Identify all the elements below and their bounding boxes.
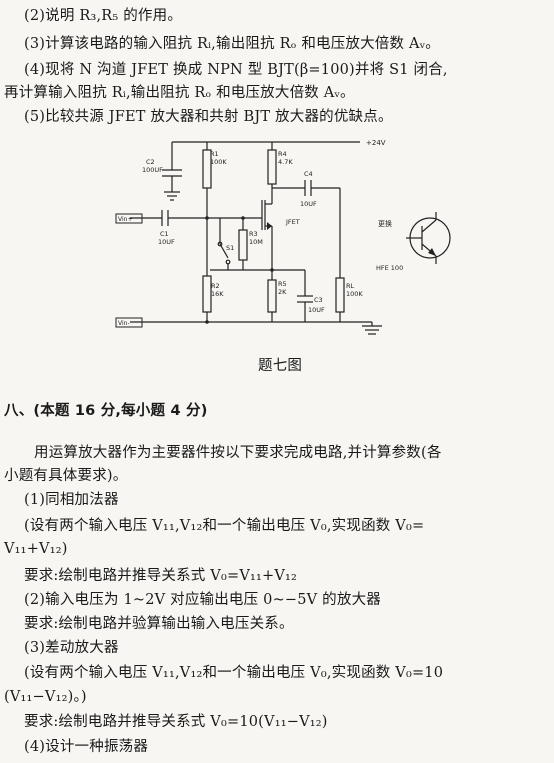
vin-plus-label: Vin+ <box>118 216 132 223</box>
r5-label: R5 <box>278 280 287 288</box>
section-line: (3)差动放大器 <box>24 640 119 656</box>
section-line: (V₁₁−V₁₂)。) <box>4 689 87 705</box>
section-line: (设有两个输入电压 V₁₁,V₁₂和一个输出电压 V₀,实现函数 V₀=10 <box>24 665 444 681</box>
c1-label: C1 <box>160 230 169 238</box>
section-line: 要求:绘制电路并推导关系式 V₀=V₁₁+V₁₂ <box>24 568 298 584</box>
section-heading: 八、(本题 16 分,每小题 4 分) <box>4 403 208 419</box>
r3-label: R3 <box>249 230 258 238</box>
circuit-diagram: +24V Vin+ Vin- C2 100UF R1 100K C1 10UF … <box>115 139 451 335</box>
bjt-replace-label: 更换 <box>378 219 392 228</box>
jfet-arrow <box>267 222 272 230</box>
section-line: (设有两个输入电压 V₁₁,V₁₂和一个输出电压 V₀,实现函数 V₀= <box>24 518 425 534</box>
rl-label: RL <box>346 282 355 290</box>
section-line: 要求:绘制电路并推导关系式 V₀=10(V₁₁−V₁₂) <box>24 714 328 730</box>
rl-value: 100K <box>346 290 363 298</box>
c3-label: C3 <box>314 296 323 304</box>
c1-value: 10UF <box>158 238 175 246</box>
supply-label: +24V <box>366 139 386 147</box>
r4-value: 4.7K <box>278 158 293 166</box>
c4-label: C4 <box>304 170 313 178</box>
r3-value: 10M <box>249 238 263 246</box>
c3-value: 10UF <box>308 306 325 314</box>
c4-value: 10UF <box>300 200 317 208</box>
r5-value: 2K <box>278 288 287 296</box>
question-line-3: (3)计算该电路的输入阻抗 Rᵢ,输出阻抗 Rₒ 和电压放大倍数 Aᵥ。 <box>24 36 440 52</box>
section-line: 用运算放大器作为主要器件按以下要求完成电路,并计算参数(各 <box>34 445 442 461</box>
question-line-4: (4)现将 N 沟道 JFET 换成 NPN 型 BJT(β=100)并将 S1… <box>24 62 448 78</box>
r2-value: 16K <box>211 290 224 298</box>
r1-value: 100K <box>210 158 227 166</box>
question-line-5: (5)比较共源 JFET 放大器和共射 BJT 放大器的优缺点。 <box>24 109 393 125</box>
section-line: V₁₁+V₁₂) <box>4 541 68 557</box>
c2-label: C2 <box>146 158 155 166</box>
r2-label: R2 <box>211 282 220 290</box>
jfet-label: JFET <box>285 218 300 226</box>
question-line-4-cont: 再计算输入阻抗 Rᵢ,输出阻抗 Rₒ 和电压放大倍数 Aᵥ。 <box>4 85 355 101</box>
section-line: 小题有具体要求)。 <box>4 468 128 484</box>
hfe-label: HFE 100 <box>376 264 403 272</box>
section-line: (4)设计一种振荡器 <box>24 739 149 755</box>
c2-value: 100UF <box>142 166 163 174</box>
s1-label: S1 <box>226 244 234 252</box>
section-line: 要求:绘制电路并验算输出输入电压关系。 <box>24 616 294 632</box>
section-line: (1)同相加法器 <box>24 492 119 508</box>
r4-label: R4 <box>278 150 287 158</box>
vin-minus-label: Vin- <box>118 320 130 327</box>
section-line: (2)输入电压为 1~2V 对应输出电压 0~−5V 的放大器 <box>24 592 381 608</box>
r1-label: R1 <box>210 150 219 158</box>
figure-caption: 题七图 <box>258 358 303 374</box>
question-line-2: (2)说明 R₃,R₅ 的作用。 <box>24 8 183 24</box>
